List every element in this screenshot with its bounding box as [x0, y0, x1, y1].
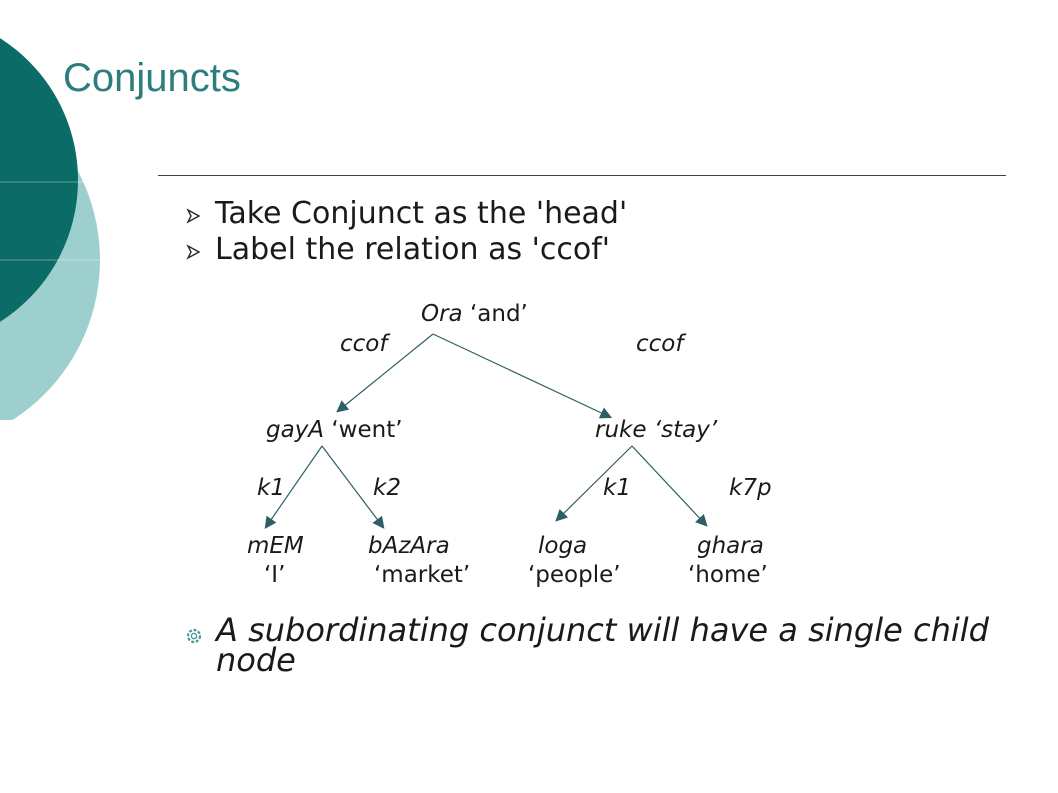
node-ruke: ruke ‘stay’ [595, 417, 718, 443]
edge-ccof-right [432, 333, 613, 419]
gayA-word: gayA [266, 417, 324, 443]
bullet-label-ccof: Label the relation as 'ccof' [215, 232, 611, 267]
root-gloss: ‘and’ [470, 301, 528, 327]
leaf-loga-word: loga [538, 533, 587, 559]
edge-k1-right [555, 445, 633, 522]
gear-bullet-icon [186, 628, 202, 644]
node-gayA: gayA ‘went’ [266, 417, 403, 443]
title-divider [158, 175, 1006, 176]
edge-label-k7p-right: k7p [729, 475, 772, 501]
subordinating-conjunct-note: A subordinating conjunct will have a sin… [216, 611, 989, 679]
leaf-mEM-gloss: ‘I’ [264, 562, 285, 588]
arrow-bullet-icon [186, 244, 201, 260]
root-word: Ora [421, 301, 463, 327]
leaf-loga-gloss: ‘people’ [528, 562, 621, 588]
edge-k7p-right [631, 445, 708, 527]
leaf-bAzAra-gloss: ‘market’ [374, 562, 470, 588]
decorative-circles [0, 38, 100, 420]
edge-label-ccof-left: ccof [340, 331, 390, 357]
edge-label-k2-left: k2 [373, 475, 401, 501]
ruke-gloss: ‘stay’ [654, 417, 718, 443]
gayA-gloss: ‘went’ [331, 417, 402, 443]
leaf-mEM-word: mEM [247, 533, 304, 559]
edge-label-k1-left: k1 [257, 475, 285, 501]
bullet-conjunct-head: Take Conjunct as the 'head' [215, 196, 628, 231]
edge-k1-left [264, 445, 323, 529]
edge-label-k1-right: k1 [603, 475, 631, 501]
ruke-word: ruke [595, 417, 647, 443]
edge-label-ccof-right: ccof [636, 331, 686, 357]
edge-k2-left [321, 445, 385, 529]
leaf-ghara-word: ghara [697, 533, 764, 559]
edge-ccof-left [336, 333, 434, 413]
slide-title: Conjuncts [63, 56, 241, 100]
leaf-bAzAra-word: bAzAra [368, 533, 450, 559]
leaf-ghara-gloss: ‘home’ [688, 562, 768, 588]
arrow-bullet-icon [186, 208, 201, 224]
node-root: Ora ‘and’ [421, 301, 528, 327]
